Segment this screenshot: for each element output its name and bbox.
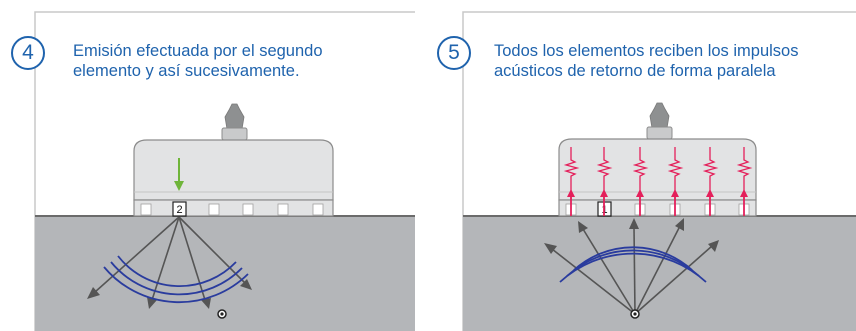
transmit-arrow	[174, 158, 184, 191]
transducer-element	[312, 203, 324, 216]
step-caption: Emisión efectuada por el segundo element…	[73, 41, 323, 81]
transducer-element	[140, 203, 152, 216]
received-signal-trace	[702, 147, 719, 216]
echo-rays	[544, 218, 719, 315]
received-signal-trace	[563, 147, 580, 216]
caption-line-1: Emisión efectuada por el segundo	[73, 42, 323, 60]
received-signal-trace	[667, 147, 684, 216]
transducer-element	[242, 203, 254, 216]
step-5-panel: 1 5 Todos los elementos reciben los impu…	[428, 0, 856, 331]
probe-connector-base	[221, 127, 248, 141]
transducer-element	[277, 203, 289, 216]
wavefront-arcs	[559, 246, 707, 283]
probe-body	[558, 138, 757, 201]
step-5-illustration: 1	[462, 11, 856, 331]
received-signal-trace	[596, 147, 613, 216]
step-4-illustration: 2	[34, 11, 415, 331]
transducer-elements	[140, 203, 324, 216]
active-element	[172, 201, 187, 217]
received-signal-trace	[736, 147, 753, 216]
step-number-badge: 5	[437, 36, 471, 70]
beam-rays	[87, 216, 252, 309]
received-signals	[563, 147, 753, 216]
caption-line-1: Todos los elementos reciben los impulsos	[494, 42, 799, 60]
wavefront-arcs	[103, 255, 249, 304]
probe-connector-base	[646, 126, 673, 140]
element-strip	[558, 199, 757, 217]
caption-line-2: elemento y así sucesivamente.	[73, 62, 300, 80]
test-material	[463, 216, 856, 331]
received-signal-trace	[632, 147, 649, 216]
caption-line-2: acústicos de retorno de forma paralela	[494, 62, 776, 80]
step-caption: Todos los elementos reciben los impulsos…	[494, 41, 799, 81]
probe-body	[133, 139, 334, 201]
probe-connector	[224, 103, 245, 130]
active-element-label: 2	[176, 204, 182, 216]
step-number-badge: 4	[11, 36, 45, 70]
step-4-panel: 2 4 Emisión efectuada por el segundo	[0, 0, 415, 331]
panel-frame	[34, 11, 415, 331]
element-strip	[133, 199, 334, 217]
probe-connector	[649, 102, 670, 129]
transducer-element	[208, 203, 220, 216]
